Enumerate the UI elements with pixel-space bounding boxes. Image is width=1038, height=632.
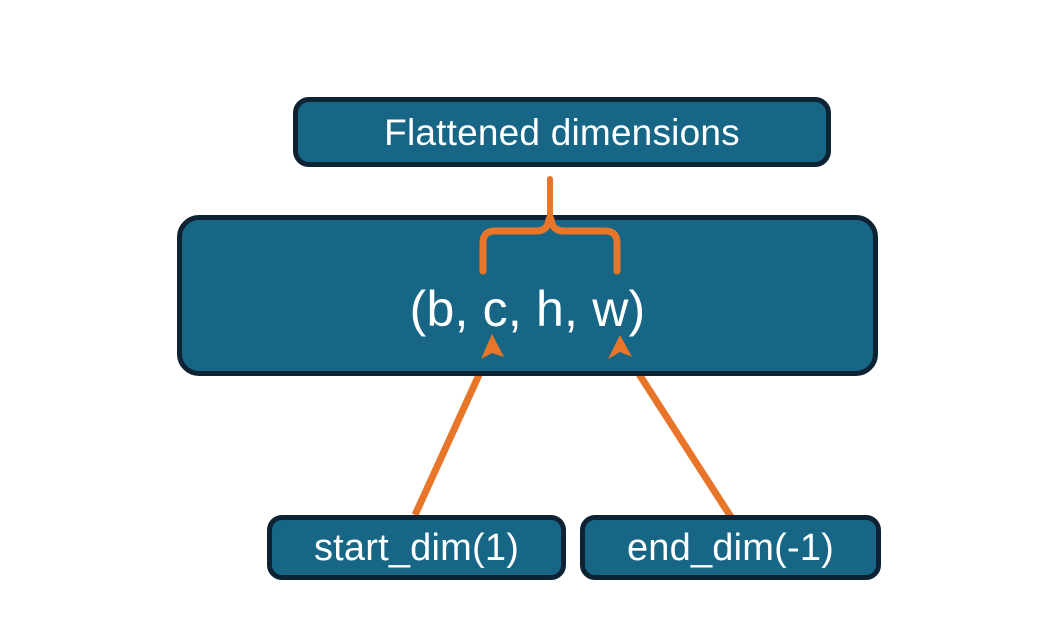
node-tensor-shape[interactable]: (b, c, h, w) <box>177 215 878 376</box>
node-flattened-dimensions[interactable]: Flattened dimensions <box>293 97 831 167</box>
node-flattened-dimensions-label: Flattened dimensions <box>384 111 740 153</box>
node-tensor-shape-label: (b, c, h, w) <box>409 280 646 337</box>
node-end-dim-label: end_dim(-1) <box>626 526 835 569</box>
node-end-dim[interactable]: end_dim(-1) <box>580 515 881 580</box>
node-start-dim-label: start_dim(1) <box>313 526 520 569</box>
node-start-dim[interactable]: start_dim(1) <box>267 515 566 580</box>
